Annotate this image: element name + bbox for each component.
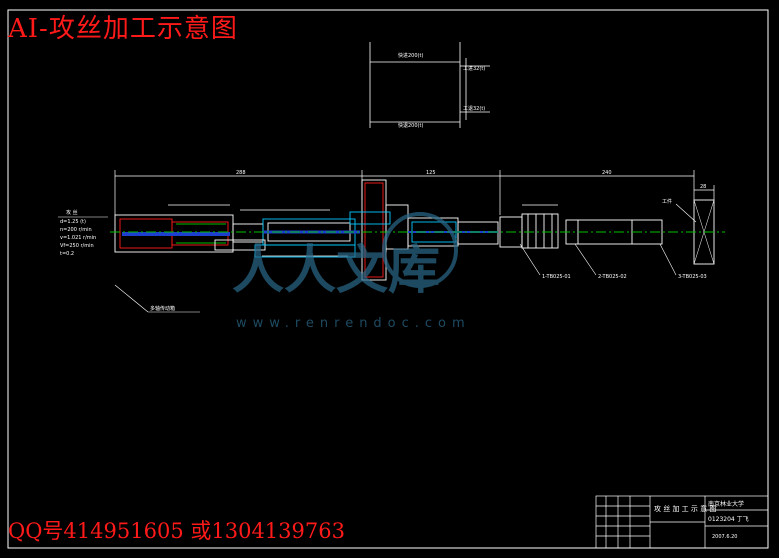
gearbox-leader <box>114 284 149 313</box>
part-label-1: 1-TB025-01 <box>542 274 571 280</box>
dimension-28: 28 <box>700 184 706 190</box>
part-leaders <box>519 243 677 276</box>
part-label-2: 2-TB025-02 <box>598 274 627 280</box>
drawing-date: 2007.6.20 <box>712 534 737 540</box>
notes-line-4: Vf=250 r/min <box>60 243 94 249</box>
notes-line-3: v=1.021 r/min <box>60 235 96 241</box>
work-return-label: 工退32(t) <box>463 105 485 112</box>
work-feed-label: 工进32(t) <box>463 65 485 72</box>
watermark-brand: 人人文库 <box>232 241 440 301</box>
dimension-288: 288 <box>236 170 246 176</box>
contact-info: QQ号414951605 或1304139763 <box>8 519 345 543</box>
left-notes: 攻 丝 d=1.25 (t) n=200 r/min v=1.021 r/min… <box>60 209 96 257</box>
dimension-125: 125 <box>426 170 436 176</box>
notes-line-5: t=0.2 <box>60 251 74 257</box>
clamp-label: 工件 <box>662 198 672 205</box>
notes-line-1: d=1.25 (t) <box>60 219 86 225</box>
fast-forward-label: 快进200(t) <box>398 52 423 59</box>
watermark-url: www.renrendoc.com <box>236 316 471 331</box>
dimension-240: 240 <box>602 170 612 176</box>
drawing-name: 攻 丝 加 工 示 意 图 <box>654 504 716 513</box>
page-title: AI-攻丝加工示意图 <box>8 14 238 44</box>
school-name: 南京林业大学 <box>708 500 744 508</box>
notes-heading: 攻 丝 <box>66 209 78 216</box>
dimension-lines <box>114 170 715 257</box>
student-id: 0123204 丁飞 <box>708 516 749 523</box>
part-label-3: 3-TB025-03 <box>678 274 707 280</box>
drawing-border <box>7 9 769 549</box>
fast-return-label: 快退200(t) <box>398 122 423 129</box>
notes-line-2: n=200 r/min <box>60 227 92 233</box>
top-cycle-diagram <box>369 42 490 128</box>
title-block <box>595 495 769 549</box>
gearbox-label: 多轴传动箱 <box>150 305 175 312</box>
watermark: 人人文库 www.renrendoc.com <box>232 212 471 331</box>
clamp-leader <box>675 203 697 223</box>
